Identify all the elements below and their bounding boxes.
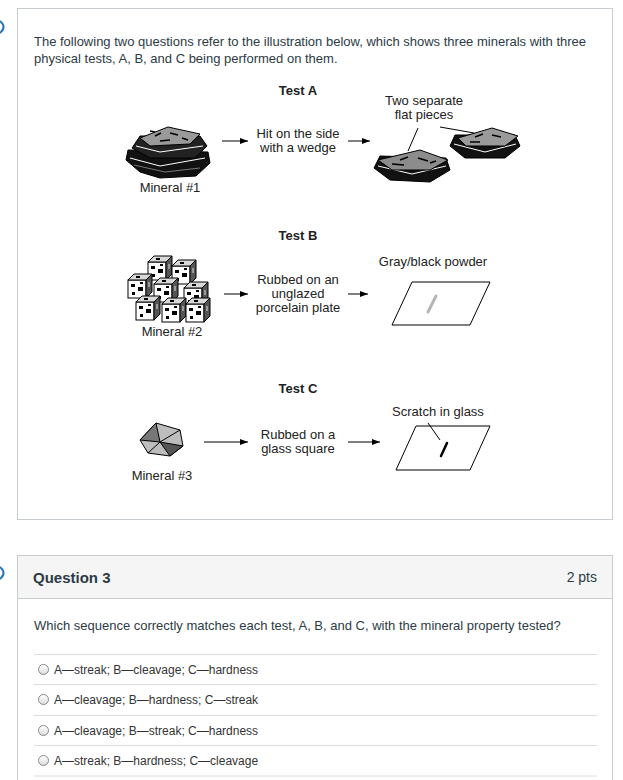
node-text: Hit on the side with a wedge bbox=[252, 127, 344, 155]
cleaved-pieces-part bbox=[392, 157, 436, 165]
cleaved-pieces-part bbox=[408, 128, 418, 151]
node-text: Rubbed on an unglazed porcelain plate bbox=[252, 273, 344, 315]
cleaved-pieces-part bbox=[440, 127, 474, 133]
mineral-1-figure-part bbox=[136, 146, 203, 152]
glass-plate-part bbox=[396, 426, 490, 470]
arrow-connector bbox=[348, 294, 368, 295]
node-text: Mineral #1 bbox=[140, 180, 201, 196]
answer-option: A—streak; B—hardness; C—cleavage bbox=[34, 745, 597, 776]
mineral-2-figure-part bbox=[162, 298, 186, 322]
option-text: A—cleavage; B—streak; C—hardness bbox=[54, 716, 597, 746]
test-label: Test C bbox=[279, 381, 318, 397]
test-procedure: Rubbed on a glass square bbox=[250, 427, 346, 457]
test-result: Gray/black powder bbox=[370, 255, 496, 330]
node-text: Rubbed on a glass square bbox=[252, 428, 344, 456]
node-text: Mineral #2 bbox=[142, 324, 203, 340]
node-text: Gray/black powder bbox=[370, 255, 496, 269]
node-text: The following two questions refer to the… bbox=[34, 33, 596, 67]
header-text: 2 pts bbox=[567, 569, 597, 585]
cleaved-pieces bbox=[374, 127, 520, 182]
node-text: Scratch in glass bbox=[384, 405, 492, 419]
mineral-3-figure bbox=[140, 423, 183, 456]
answer-option: A—cleavage; B—hardness; C—streak bbox=[34, 684, 597, 715]
node-text: Mineral #3 bbox=[132, 468, 193, 484]
tab-indicator-part bbox=[0, 567, 4, 579]
option-text: A—cleavage; B—hardness; C—streak bbox=[54, 685, 597, 715]
mineral-3-figure-part bbox=[148, 430, 180, 453]
mineral-1-figure-part bbox=[150, 131, 188, 141]
glass-plate-part bbox=[441, 443, 447, 456]
test-procedure: Hit on the side with a wedge bbox=[250, 126, 346, 156]
glass-plate bbox=[396, 423, 490, 470]
mineral-3-figure-part bbox=[140, 423, 160, 442]
option-separator bbox=[34, 776, 597, 777]
test-procedure: Rubbed on an unglazed porcelain plate bbox=[250, 272, 346, 316]
tab-indicator-part bbox=[0, 21, 4, 33]
arrow-connector bbox=[222, 141, 248, 142]
arrow-connector bbox=[224, 294, 248, 295]
mineral-1-figure-part bbox=[140, 127, 200, 146]
mineral-figure: Mineral #1 bbox=[120, 100, 220, 196]
option-text: A—streak; B—hardness; C—cleavage bbox=[54, 746, 597, 776]
test-label: Test B bbox=[279, 228, 318, 244]
mineral-3-figure-part bbox=[160, 442, 183, 456]
mineral-2-figure-part bbox=[128, 274, 152, 298]
node-text: Two separate flat pieces bbox=[378, 94, 470, 122]
mineral-2-figure bbox=[128, 256, 210, 322]
header-text: Question 3 bbox=[33, 569, 111, 586]
porcelain-plate-part bbox=[392, 282, 490, 325]
porcelain-plate bbox=[392, 282, 490, 325]
answer-option: A—cleavage; B—streak; C—hardness bbox=[34, 715, 597, 746]
answer-option: A—streak; B—cleavage; C—hardness bbox=[34, 654, 597, 685]
cleaved-pieces-part bbox=[470, 134, 501, 142]
test-result: Scratch in glass bbox=[382, 405, 497, 475]
question-header: Question 3 2 pts bbox=[18, 556, 612, 599]
test-result: Two separate flat pieces bbox=[372, 94, 522, 188]
mineral-2-figure-part bbox=[136, 296, 160, 320]
option-text: A—streak; B—cleavage; C—hardness bbox=[54, 655, 597, 685]
cleaved-pieces-part bbox=[378, 150, 448, 170]
tab-indicator bbox=[0, 21, 4, 579]
porcelain-plate-part bbox=[428, 296, 436, 312]
mineral-1-figure bbox=[126, 127, 210, 178]
node-text: Which sequence correctly matches each te… bbox=[34, 617, 596, 634]
mineral-figure: Mineral #2 bbox=[122, 250, 222, 340]
glass-plate-part bbox=[428, 423, 440, 440]
mineral-figure: Mineral #3 bbox=[122, 412, 202, 484]
mineral-3-figure-part bbox=[140, 423, 183, 456]
arrow-connector bbox=[348, 442, 380, 443]
mineral-1-figure-part bbox=[134, 165, 200, 172]
arrow-connector bbox=[348, 141, 370, 142]
test-label: Test A bbox=[279, 83, 317, 99]
arrow-connector bbox=[204, 442, 248, 443]
cleaved-pieces-part bbox=[458, 128, 518, 146]
question-panel: Which sequence correctly matches each te… bbox=[17, 555, 613, 780]
mineral-2-figure-part bbox=[186, 298, 210, 322]
mineral-1-figure-part bbox=[130, 158, 205, 166]
